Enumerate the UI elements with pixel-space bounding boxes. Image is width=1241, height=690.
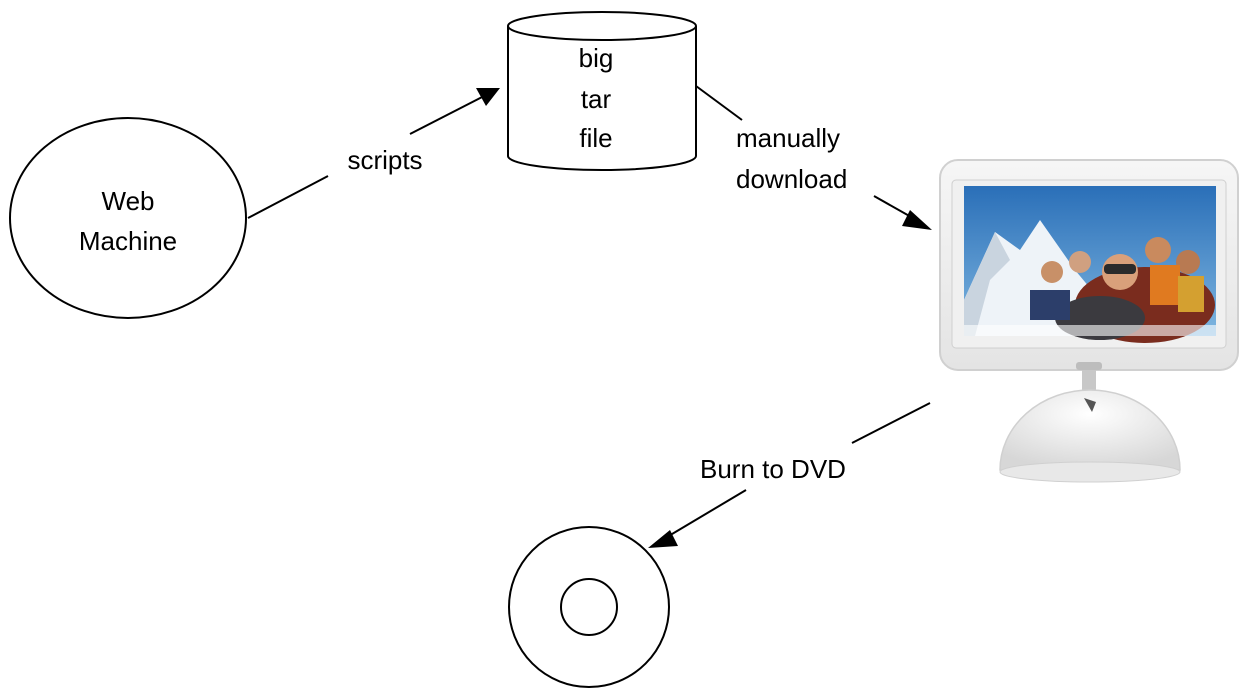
scripts-arrow [247, 88, 500, 219]
burn-arrow [648, 402, 931, 548]
download-edge-label-line1: manually [736, 123, 841, 153]
download-edge-label-line2: download [736, 164, 848, 194]
web-machine-node [9, 117, 247, 319]
web-machine-label-line2: Machine [78, 226, 178, 256]
imac-computer-icon [939, 159, 1239, 483]
burn-edge-label: Burn to DVD [700, 454, 846, 484]
tar-file-label-line1: big [578, 43, 614, 73]
web-machine-label-line1: Web [101, 186, 155, 216]
tar-file-label-line3: file [579, 123, 613, 153]
tar-file-label-line2: tar [580, 84, 612, 114]
dvd-disc-icon [508, 526, 670, 688]
tar-file-node [507, 11, 697, 171]
download-arrow [695, 85, 932, 230]
scripts-edge-label: scripts [347, 145, 423, 175]
